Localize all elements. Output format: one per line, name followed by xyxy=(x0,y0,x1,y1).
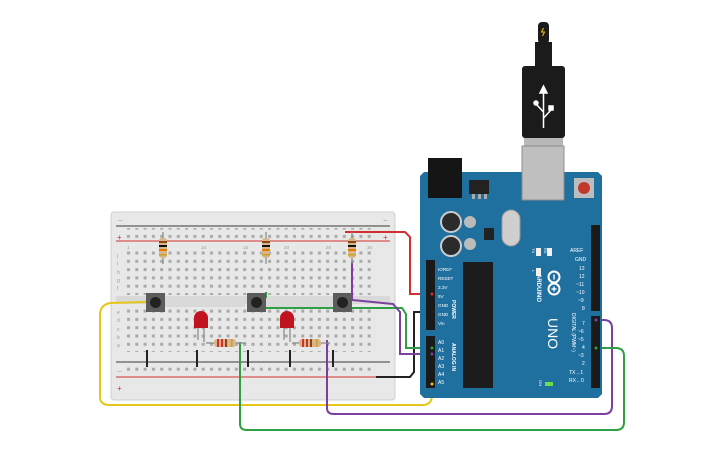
atmega-chip xyxy=(463,262,493,388)
rail-plus-label-bottom: + xyxy=(117,384,122,393)
pin-reset: RESET xyxy=(438,276,454,281)
pin-gnd-2: GND xyxy=(438,312,449,317)
arduino-brand: ARDUINO xyxy=(535,274,541,302)
svg-text:AREF: AREF xyxy=(570,248,583,254)
pull-down-resistor-3[interactable] xyxy=(348,232,356,264)
svg-text:i: i xyxy=(117,261,118,267)
arduino-model: UNO xyxy=(545,318,561,349)
pin-5v: 5V xyxy=(438,294,445,299)
led1-control-wire[interactable] xyxy=(239,342,625,431)
push-button-2[interactable] xyxy=(247,293,332,312)
usb-cable[interactable] xyxy=(522,22,565,148)
rail-minus-label-right: − xyxy=(383,216,388,225)
pin-connection-points xyxy=(430,292,598,386)
usb-icon xyxy=(533,84,554,128)
power-header-title: POWER xyxy=(450,300,456,319)
led-resistor-1[interactable] xyxy=(206,339,246,347)
svg-text:f: f xyxy=(117,286,119,292)
svg-text:h: h xyxy=(117,270,120,276)
button1-signal-wire[interactable] xyxy=(99,301,433,406)
svg-text:1: 1 xyxy=(127,245,130,250)
svg-text:~3: ~3 xyxy=(578,353,584,359)
svg-text:j: j xyxy=(116,253,118,259)
rail-minus-label-bottom: − xyxy=(117,367,122,376)
led2-control-wire[interactable] xyxy=(326,319,613,415)
pin-a1: A1 xyxy=(438,348,444,354)
svg-text:c: c xyxy=(117,327,120,333)
svg-text:20: 20 xyxy=(284,245,290,250)
arduino-logo xyxy=(547,270,561,296)
svg-text:~5: ~5 xyxy=(578,337,584,343)
pin-3v3: 3.3V xyxy=(438,285,448,290)
svg-text:d: d xyxy=(117,318,120,324)
on-led-label: ON xyxy=(538,380,543,386)
svg-text:12: 12 xyxy=(579,274,585,280)
power-jack xyxy=(428,158,462,198)
arduino-uno-board[interactable]: IOREF RESET 3.3V 5V GND GND Vin A0 A1 A2… xyxy=(420,145,602,398)
svg-text:10: 10 xyxy=(201,245,207,250)
pin-a2: A2 xyxy=(438,356,444,362)
svg-text:e: e xyxy=(117,310,120,316)
svg-text:7: 7 xyxy=(582,321,585,327)
pin-vin: Vin xyxy=(438,321,445,326)
digital-pin-labels-bottom: 7 ~6 ~5 4 ~3 2 TX→1 RX←0 xyxy=(569,321,585,384)
svg-text:TX→1: TX→1 xyxy=(569,370,583,376)
pin-gnd-1: GND xyxy=(438,303,449,308)
pin-a4: A4 xyxy=(438,372,444,378)
svg-text:30: 30 xyxy=(367,245,373,250)
pin-a3: A3 xyxy=(438,364,444,370)
red-led-2[interactable] xyxy=(280,311,294,342)
rail-plus-label-right: + xyxy=(383,233,388,242)
svg-text:a: a xyxy=(117,343,120,349)
rail-minus-label: − xyxy=(118,216,123,225)
svg-text:15: 15 xyxy=(243,245,249,250)
pin-a5: A5 xyxy=(438,380,444,386)
svg-text:~10: ~10 xyxy=(576,290,585,296)
digital-header-title: DIGITAL (PWM~) xyxy=(570,313,576,352)
usb-port xyxy=(521,145,565,201)
svg-text:2: 2 xyxy=(582,361,585,367)
svg-text:4: 4 xyxy=(582,345,585,351)
push-button-3[interactable] xyxy=(333,293,352,312)
row-letters-bottom: e d c b a xyxy=(117,310,120,349)
breadboard[interactable]: − + − + − + j i h g f e d c b a 1 5 10 1… xyxy=(110,211,396,401)
led-rx-label: RX xyxy=(543,248,548,254)
svg-text:~11: ~11 xyxy=(576,282,584,288)
led-resistor-2[interactable] xyxy=(292,339,330,347)
pull-down-resistor-2[interactable] xyxy=(262,232,270,264)
red-led-1[interactable] xyxy=(194,311,208,342)
led-l-label: L xyxy=(531,270,536,273)
5v-wire[interactable] xyxy=(345,231,432,295)
rail-plus-label: + xyxy=(117,233,122,242)
led-tx-label: TX xyxy=(531,248,536,253)
svg-text:GND: GND xyxy=(575,257,587,263)
svg-text:b: b xyxy=(117,335,120,341)
svg-text:RX←0: RX←0 xyxy=(569,378,584,384)
pin-ioref: IOREF xyxy=(438,267,452,272)
analog-header-title: ANALOG IN xyxy=(450,343,456,371)
pull-down-resistor-1[interactable] xyxy=(159,232,167,264)
pin-a0: A0 xyxy=(438,340,444,346)
svg-text:8: 8 xyxy=(582,306,585,312)
svg-text:25: 25 xyxy=(326,245,332,250)
push-button-1[interactable] xyxy=(146,293,245,312)
svg-text:~9: ~9 xyxy=(578,298,584,304)
svg-text:g: g xyxy=(117,278,120,284)
digital-pin-labels-top: AREF GND 13 12 ~11 ~10 ~9 8 xyxy=(570,248,587,312)
svg-text:~6: ~6 xyxy=(578,329,584,335)
svg-text:13: 13 xyxy=(579,266,585,272)
row-letters-top: j i h g f xyxy=(116,253,120,292)
